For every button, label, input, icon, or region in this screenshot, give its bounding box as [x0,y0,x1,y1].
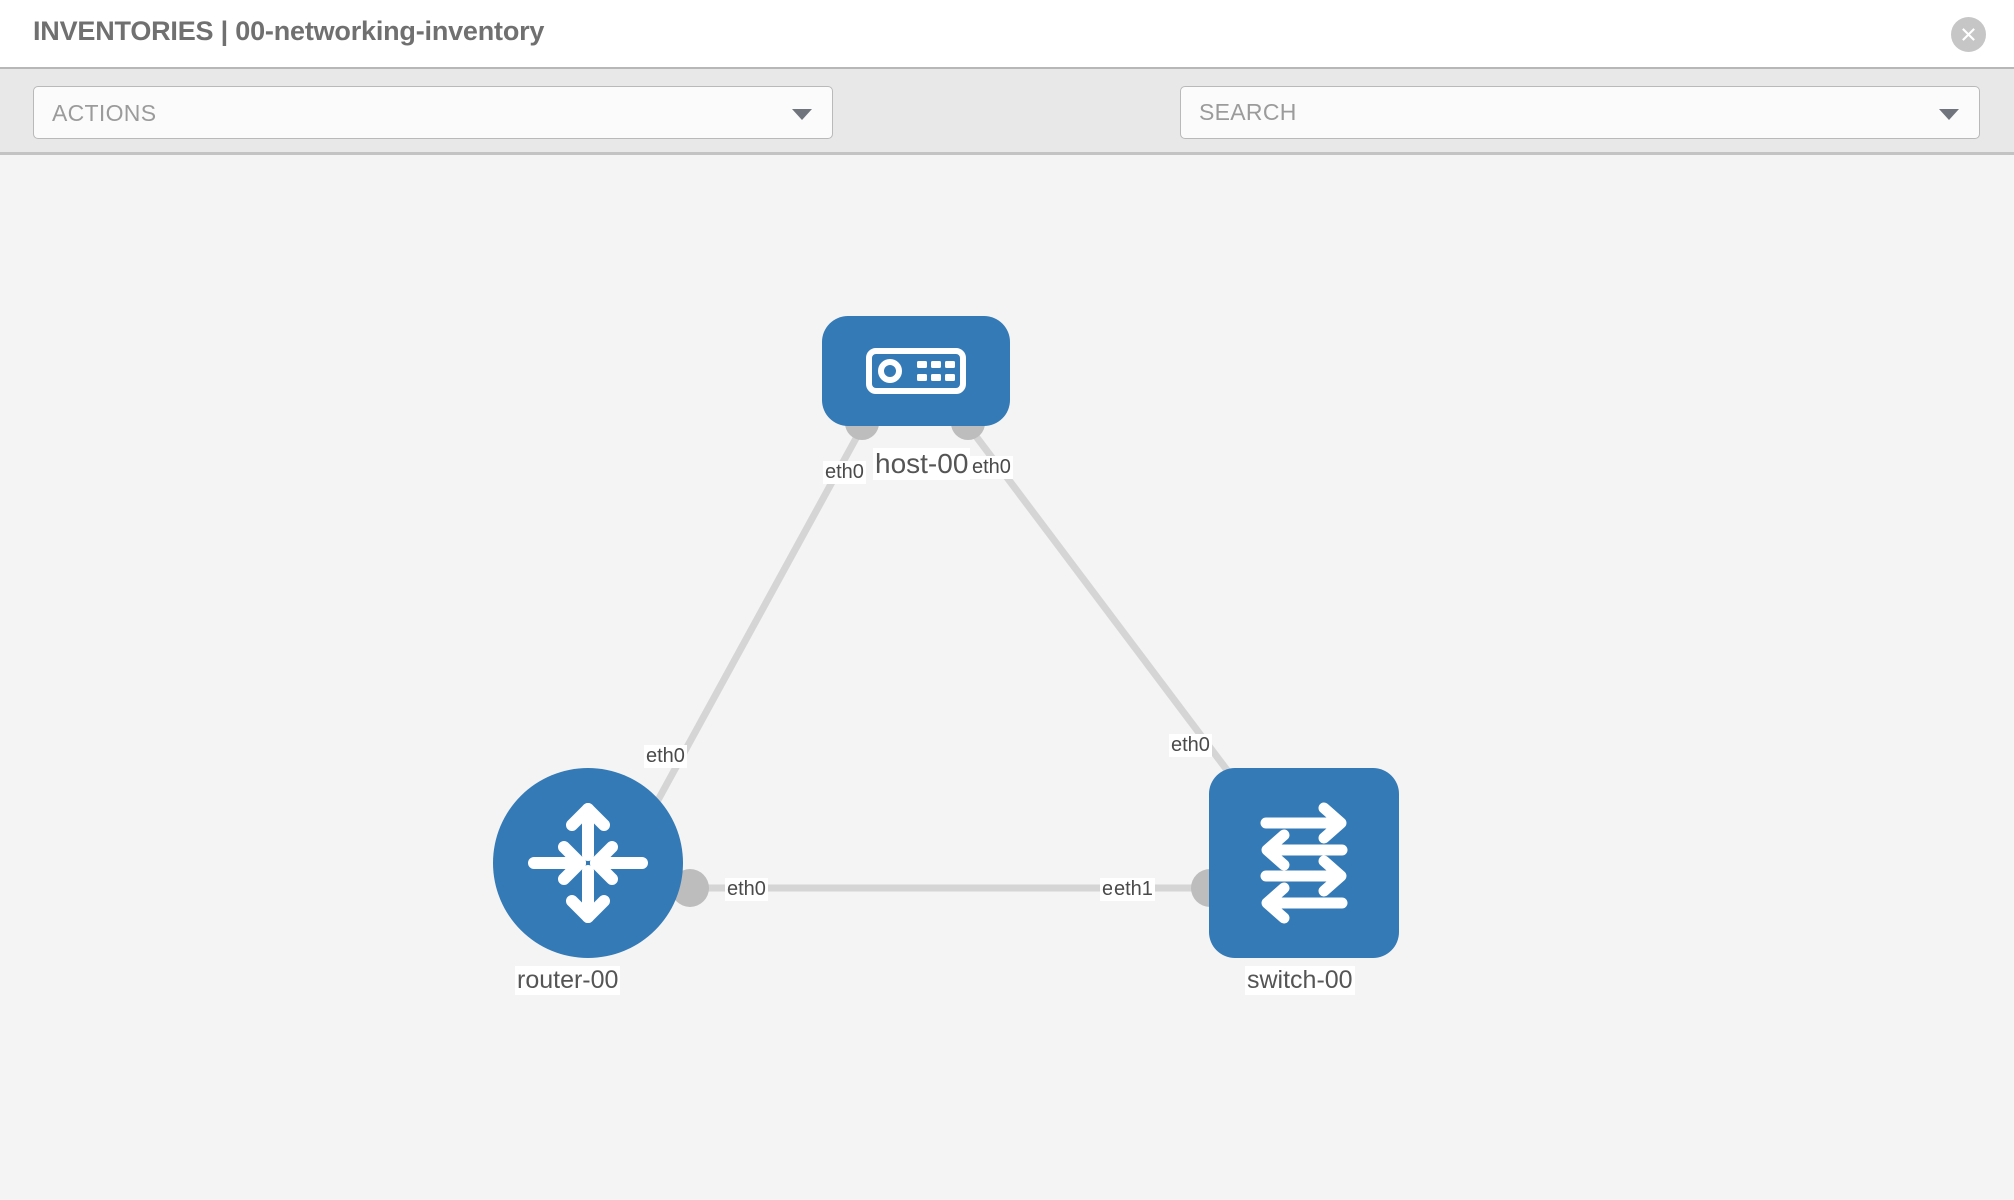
link-host-router [636,429,864,835]
iface-label-router-upper: eth0 [644,745,687,768]
node-switch-00[interactable] [1209,768,1399,958]
actions-dropdown-label: ACTIONS [52,100,157,126]
iface-label-host-right: eth0 [970,456,1013,479]
toolbar: ACTIONS [0,69,2014,195]
page-header: INVENTORIES | 00-networking-inventory [0,0,2014,69]
node-label-switch-00: switch-00 [1245,966,1355,995]
search-field[interactable] [1180,86,1980,139]
iface-label-router-right: eth0 [725,878,768,901]
switch-arrows-icon [1260,802,1348,924]
search-input[interactable] [1199,88,1919,137]
interface-connectors [671,406,1251,907]
iface-label-switch-left-over: eth1 [1112,878,1155,901]
iface-label-host-left: eth0 [823,461,866,484]
close-icon[interactable] [1951,17,1986,52]
page-title: INVENTORIES | 00-networking-inventory [33,16,545,46]
topology-canvas[interactable]: router-00 switch-00 host-00 eth0 eth0 et… [0,158,2014,1200]
actions-dropdown[interactable]: ACTIONS [33,86,833,139]
server-icon [866,348,966,394]
topology-links [636,406,1251,907]
node-label-router-00: router-00 [515,966,621,995]
iface-label-switch-upper: eth0 [1169,734,1212,757]
router-arrows-icon [528,803,648,923]
node-router-00[interactable] [493,768,683,958]
chevron-down-icon [792,109,812,120]
chevron-down-icon[interactable] [1939,109,1959,120]
link-lines [636,428,1251,892]
node-label-host-00: host-00 [873,448,971,480]
node-host-00[interactable] [822,316,1010,426]
